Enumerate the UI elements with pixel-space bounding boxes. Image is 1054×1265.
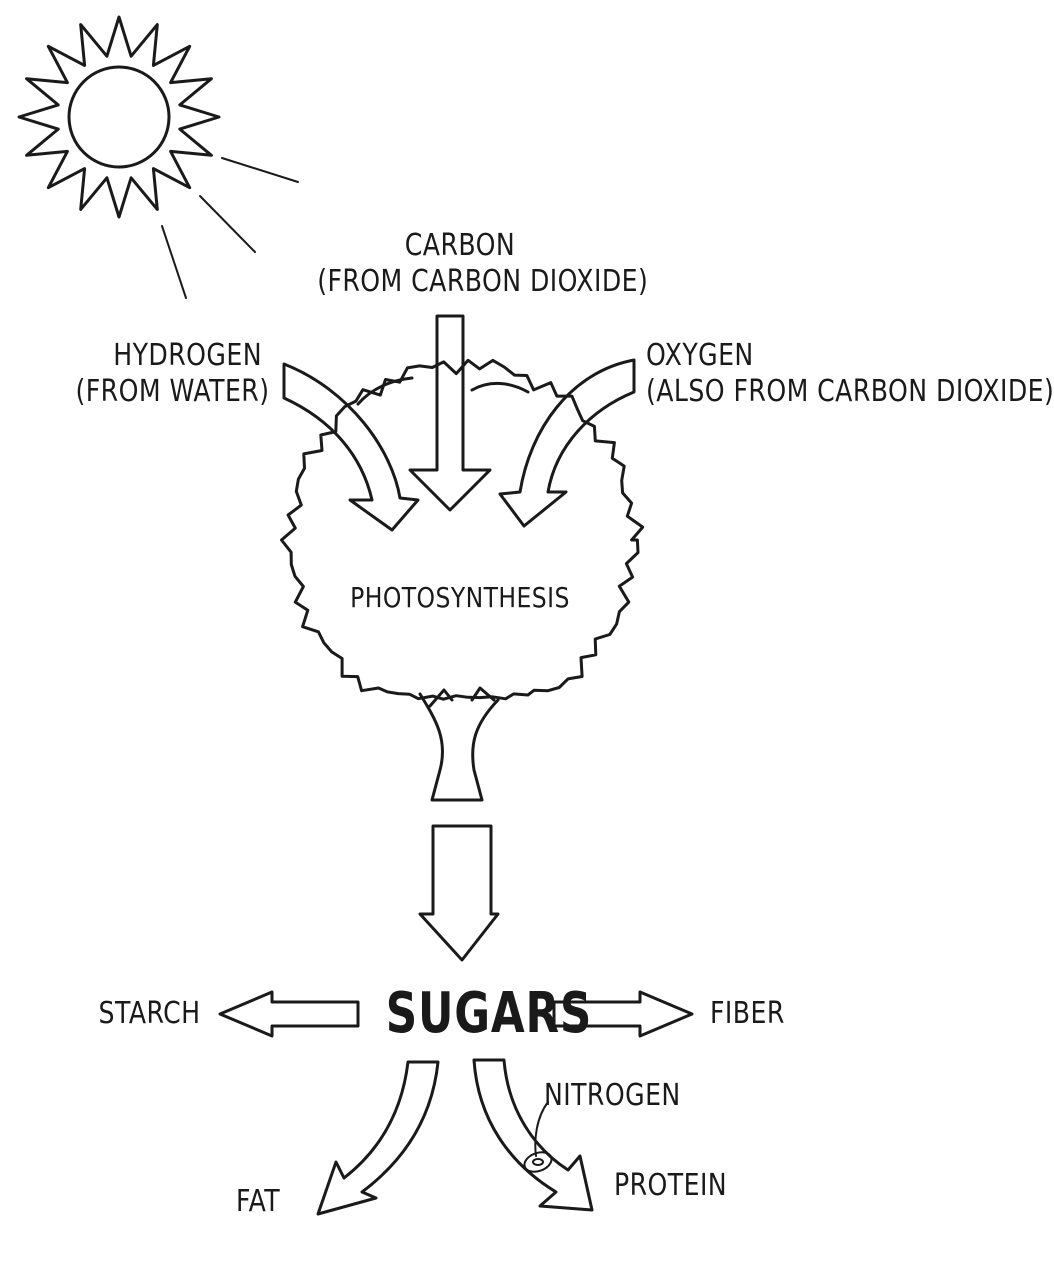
- hydrogen-label-line2: (FROM WATER): [75, 374, 270, 409]
- fat-arrow: [316, 1060, 440, 1216]
- oxygen-label-line1: OXYGEN: [646, 338, 754, 373]
- tree-icon: [280, 358, 645, 802]
- starch-arrow: [218, 990, 360, 1038]
- oxygen-arrow: [498, 358, 636, 528]
- fiber-label: FIBER: [710, 996, 785, 1031]
- hydrogen-arrow: [282, 362, 420, 532]
- protein-arrow: [472, 1058, 594, 1212]
- tree-trunk-branch: [428, 688, 454, 708]
- sun-disc: [67, 65, 171, 169]
- tree-trunk-branch: [470, 686, 496, 702]
- tree-crown-divider: [470, 382, 530, 394]
- tree-crown: [280, 358, 645, 701]
- sun-icon: [17, 15, 299, 299]
- oxygen-label: OXYGEN (ALSO FROM CARBON DIOXIDE): [646, 338, 1054, 410]
- carbon-label-line1: CARBON: [404, 228, 516, 263]
- carbon-label: CARBON (FROM CARBON DIOXIDE): [317, 228, 649, 300]
- sun-beam: [161, 225, 187, 299]
- tree-crown-divider: [356, 376, 414, 406]
- nitrogen-marker: [523, 1101, 553, 1173]
- nitrogen-pointer-line: [534, 1101, 549, 1157]
- fat-label: FAT: [236, 1184, 281, 1219]
- carbon-label-line2: (FROM CARBON DIOXIDE): [317, 264, 649, 299]
- hydrogen-label: HYDROGEN (FROM WATER): [75, 338, 270, 410]
- sun-beam: [221, 157, 299, 183]
- sun-beam: [199, 195, 256, 253]
- fiber-arrow: [552, 990, 694, 1038]
- sugars-label: SUGARS: [385, 981, 593, 1046]
- tree-trunk: [418, 692, 500, 802]
- carbon-arrow: [408, 314, 492, 512]
- nitrogen-molecule-core: [532, 1158, 544, 1166]
- sun-rays: [17, 15, 221, 219]
- photosynthesis-label: PHOTOSYNTHESIS: [350, 581, 570, 614]
- starch-label: STARCH: [98, 996, 201, 1031]
- hydrogen-label-line1: HYDROGEN: [113, 338, 262, 373]
- oxygen-label-line2: (ALSO FROM CARBON DIOXIDE): [646, 374, 1054, 409]
- nitrogen-label: NITROGEN: [544, 1078, 681, 1113]
- protein-label: PROTEIN: [614, 1168, 728, 1203]
- sugars-arrow: [418, 824, 500, 962]
